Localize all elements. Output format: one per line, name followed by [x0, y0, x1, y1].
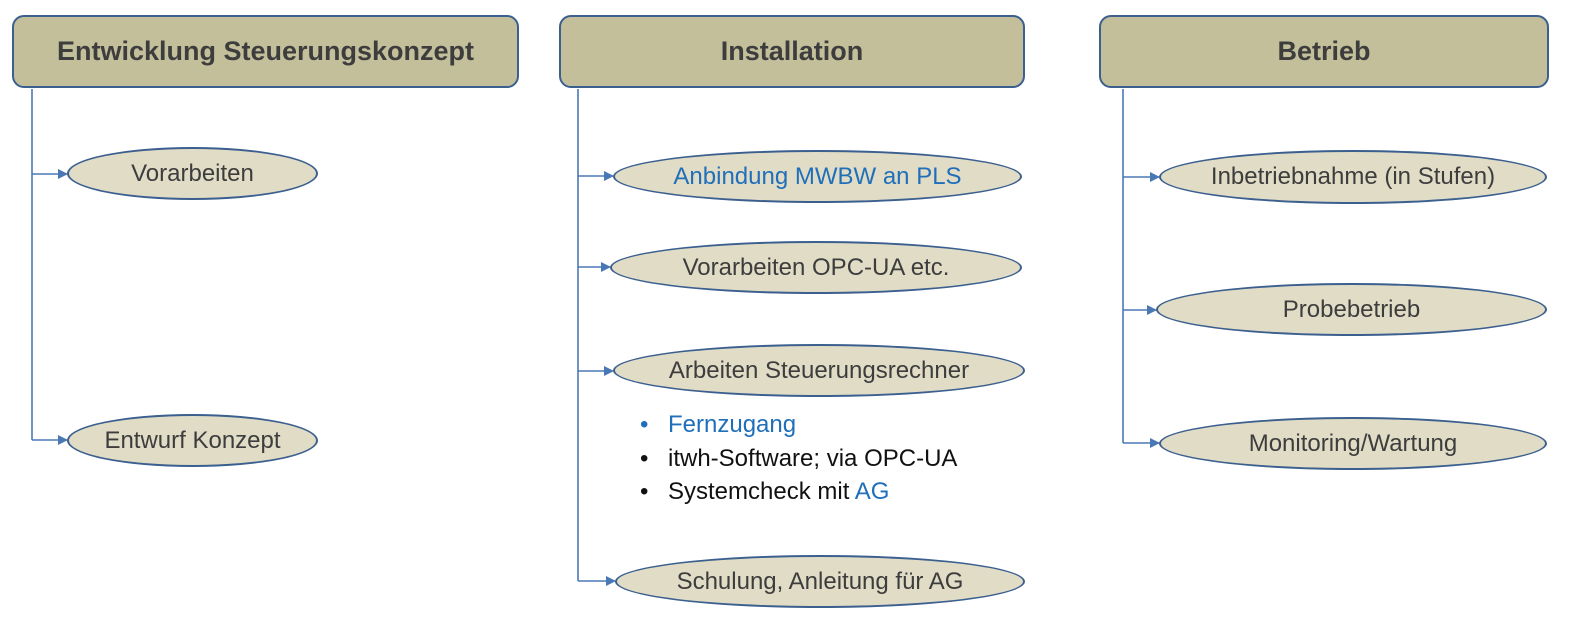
bullet-text: Fernzugang	[668, 411, 797, 438]
bullet-systemcheck: • Systemcheck mit AG	[640, 475, 957, 509]
header-installation: Installation	[559, 15, 1025, 88]
bullet-dot: •	[640, 411, 649, 438]
bullet-text: itwh-Software; via OPC-UA	[668, 444, 958, 472]
bullet-highlight-ag: AG	[854, 478, 890, 505]
item-probebetrieb: Probebetrieb	[1156, 283, 1547, 336]
bullet-text: Systemcheck mit	[668, 478, 855, 505]
bullet-itwh-software: • itwh-Software; via OPC-UA	[640, 442, 957, 476]
header-entwicklung-steuerungskonzept: Entwicklung Steuerungskonzept	[12, 15, 519, 88]
item-monitoring-wartung: Monitoring/Wartung	[1159, 417, 1547, 470]
item-arbeiten-steuerungsrechner: Arbeiten Steuerungsrechner	[613, 344, 1025, 397]
bullet-dot: •	[640, 444, 649, 472]
item-entwurf-konzept: Entwurf Konzept	[67, 414, 318, 467]
item-anbindung-mwbw-an-pls: Anbindung MWBW an PLS	[613, 150, 1022, 203]
steuerungsrechner-bullet-list: • Fernzugang • itwh-Software; via OPC-UA…	[640, 408, 957, 509]
bullet-dot: •	[640, 478, 649, 505]
item-inbetriebnahme: Inbetriebnahme (in Stufen)	[1159, 150, 1547, 204]
item-schulung-anleitung: Schulung, Anleitung für AG	[615, 555, 1025, 608]
bullet-fernzugang: • Fernzugang	[640, 408, 957, 442]
header-betrieb: Betrieb	[1099, 15, 1549, 88]
item-vorarbeiten-opc-ua: Vorarbeiten OPC-UA etc.	[610, 241, 1022, 294]
item-vorarbeiten: Vorarbeiten	[67, 147, 318, 200]
